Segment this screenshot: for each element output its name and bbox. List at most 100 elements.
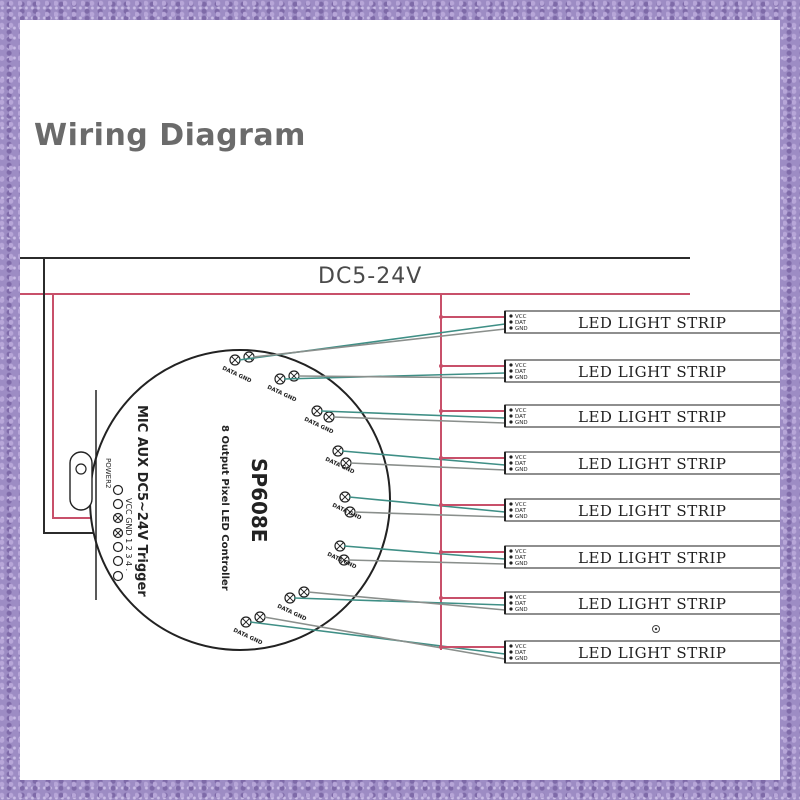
vcc-junction <box>439 550 443 554</box>
strip-pin-label: VCC <box>515 314 527 320</box>
strip-pin-dot <box>509 601 513 605</box>
data-wire <box>249 621 506 655</box>
strip-pin-dot <box>509 420 513 424</box>
strip-pin-dot <box>509 549 513 553</box>
terminal-screw <box>341 493 349 501</box>
terminal-screw <box>342 459 350 467</box>
gnd-wire <box>297 375 506 379</box>
data-wire <box>348 496 506 513</box>
data-wire <box>283 372 506 380</box>
strip-pin-label: VCC <box>515 455 527 461</box>
power-voltage-label: DC5-24V <box>318 264 422 289</box>
gnd-wire <box>353 511 506 518</box>
strip-pin-dot <box>509 555 513 559</box>
trigger-port <box>112 498 124 510</box>
led-strip-label: LED LIGHT STRIP <box>578 363 727 381</box>
terminal-screw <box>334 447 342 455</box>
strip-pin-dot <box>509 467 513 471</box>
strip-pin-label: GND <box>515 375 528 381</box>
trigger-label: MIC AUX DC5~24V Trigger <box>134 405 149 597</box>
vcc-junction <box>439 456 443 460</box>
strip-pin-label: DAT <box>515 320 526 326</box>
terminal-screw <box>286 594 294 602</box>
trigger-label-group: MIC AUX DC5~24V Trigger <box>134 405 149 597</box>
strip-pin-label: GND <box>515 420 528 426</box>
strip-pin-dot <box>509 502 513 506</box>
strip-pin-label: VCC <box>515 502 527 508</box>
strip-pin-dot <box>509 508 513 512</box>
strip-pin-label: VCC <box>515 644 527 650</box>
trigger-port <box>112 570 124 582</box>
strip-pin-dot <box>509 650 513 654</box>
data-wire <box>320 410 506 419</box>
controller-model-group: SP608E <box>247 458 271 542</box>
strip-pin-dot <box>509 607 513 611</box>
gnd-wire <box>347 559 506 565</box>
mounting-slot <box>69 451 93 511</box>
controller-model-label: SP608E <box>247 458 271 542</box>
strip-pin-label: VCC <box>515 595 527 601</box>
terminal-screw <box>300 588 308 596</box>
data-wire <box>293 597 506 606</box>
strip-pin-label: VCC <box>515 408 527 414</box>
strip-pin-label: GND <box>515 326 528 332</box>
strip-pin-dot <box>509 326 513 330</box>
led-strip-label: LED LIGHT STRIP <box>578 408 727 426</box>
strip-pin-label: VCC <box>515 363 527 369</box>
strip-pin-dot <box>509 455 513 459</box>
strip-pin-label: DAT <box>515 369 526 375</box>
data-wire <box>341 450 506 466</box>
strip-pin-dot <box>509 644 513 648</box>
vcc-junction <box>439 315 443 319</box>
port-numbers-label: VCC GND 1 2 3 4 . <box>124 498 133 571</box>
vcc-junction <box>439 503 443 507</box>
terminal-screw <box>114 529 122 537</box>
strip-pin-dot <box>509 369 513 373</box>
terminal-screw <box>256 613 264 621</box>
terminal-screw <box>340 556 348 564</box>
strip-pin-dot <box>509 320 513 324</box>
port-numbers-group: VCC GND 1 2 3 4 . <box>124 498 133 571</box>
strip-pin-dot <box>509 414 513 418</box>
led-strip-label: LED LIGHT STRIP <box>578 502 727 520</box>
strip-pin-dot <box>509 363 513 367</box>
trigger-port <box>112 484 124 496</box>
strip-pin-label: GND <box>515 561 528 567</box>
gnd-wire <box>252 328 506 358</box>
terminal-screw <box>231 356 239 364</box>
vcc-junction <box>439 364 443 368</box>
strip-pin-label: GND <box>515 467 528 473</box>
diagram-panel: Wiring Diagram DC5-24V SP608E 8 Output Pix… <box>20 20 780 780</box>
led-strip-label: LED LIGHT STRIP <box>578 549 727 567</box>
gnd-wire <box>307 591 506 611</box>
trigger-port <box>112 541 124 553</box>
controller-subtitle-group: 8 Output Pixel LED Controller <box>219 425 230 591</box>
strip-pin-label: DAT <box>515 461 526 467</box>
led-strip-label: LED LIGHT STRIP <box>578 455 727 473</box>
terminal-screw <box>346 508 354 516</box>
trigger-port <box>112 555 124 567</box>
vcc-junction <box>439 596 443 600</box>
strip-pin-label: DAT <box>515 508 526 514</box>
terminal-screw <box>114 514 122 522</box>
terminal-screw <box>336 542 344 550</box>
vcc-junction <box>439 645 443 649</box>
strip-pin-dot <box>509 314 513 318</box>
wiring-diagram: DC5-24V SP608E 8 Output Pixel LED Controll… <box>20 257 780 664</box>
led-strip-label: LED LIGHT STRIP <box>578 644 727 662</box>
strip-pin-label: DAT <box>515 555 526 561</box>
strip-pin-dot <box>509 595 513 599</box>
led-strip-label: LED LIGHT STRIP <box>578 595 727 613</box>
page-title: Wiring Diagram <box>34 118 306 153</box>
strip-pin-label: DAT <box>515 650 526 656</box>
led-strip-label: LED LIGHT STRIP <box>578 314 727 332</box>
terminal-screw <box>325 413 333 421</box>
strip-pin-dot <box>509 561 513 565</box>
